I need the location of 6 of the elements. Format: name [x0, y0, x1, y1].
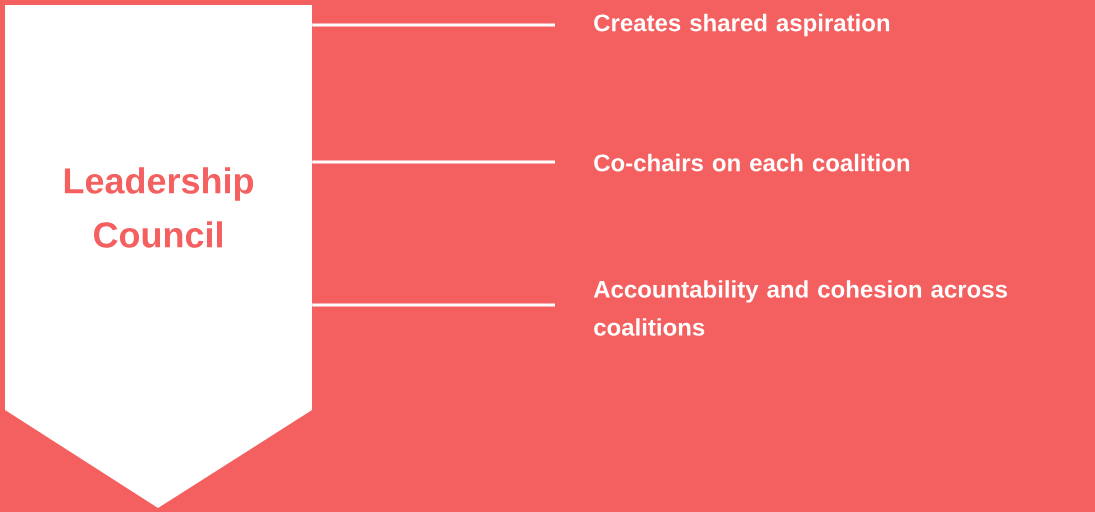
- connector-line: [312, 303, 555, 307]
- connector-line: [312, 160, 555, 164]
- item-text: Creates shared aspiration: [594, 13, 890, 37]
- item-text: Co-chairs on each coalition: [594, 153, 910, 172]
- item-text: Accountability and cohesion across coalitions: [593, 280, 1007, 336]
- connector-line: [312, 23, 555, 27]
